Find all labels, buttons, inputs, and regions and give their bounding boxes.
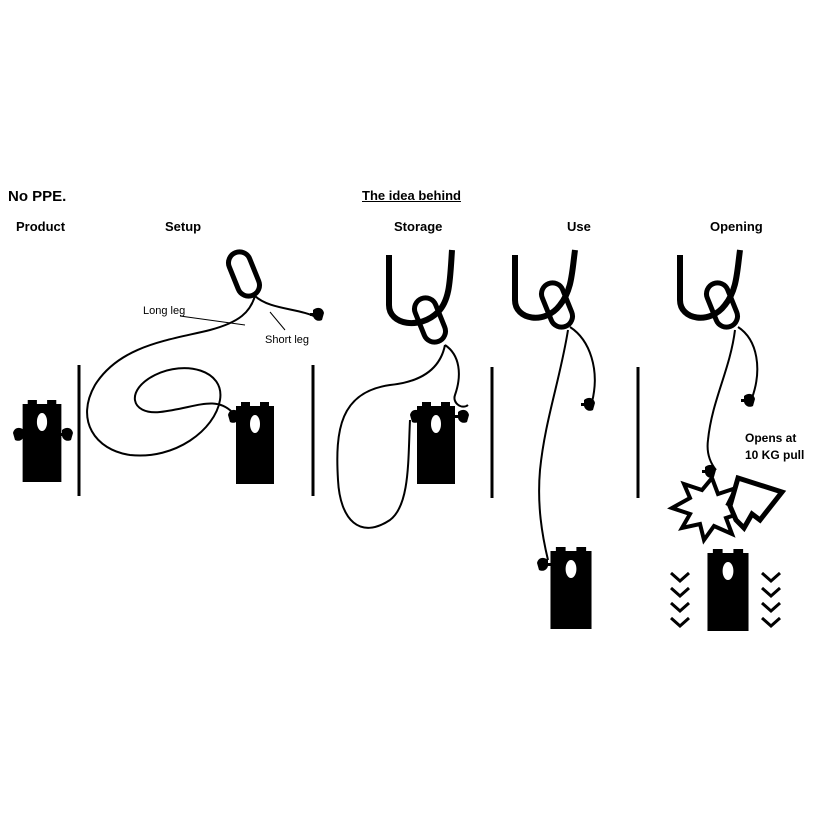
diagram-subtitle: The idea behind [362, 188, 461, 203]
setup-short-leg-clip [310, 307, 324, 321]
page-title: No PPE. [8, 188, 67, 205]
broken-clip-icon [727, 474, 787, 533]
opens-at-note: Opens at 10 KG pull [745, 430, 804, 464]
short-leg-pointer [269, 311, 286, 331]
storage-illustration [336, 249, 469, 529]
panel-title-storage: Storage [394, 219, 443, 234]
product-device [13, 400, 73, 482]
long-leg-label: Long leg [143, 305, 186, 317]
use-illustration [512, 249, 596, 561]
opening-device [707, 549, 749, 631]
storage-device [417, 402, 455, 484]
long-leg-pointer [179, 315, 246, 326]
falling-chevrons-left [669, 571, 691, 628]
panel-title-use: Use [567, 219, 591, 234]
falling-chevrons-right [760, 571, 782, 628]
opens-note-line-1: Opens at [745, 431, 797, 445]
panel-title-setup: Setup [165, 219, 202, 234]
use-device-clip [537, 557, 551, 571]
opens-note-line-2: 10 KG pull [745, 448, 805, 462]
storage-device-clip-right [455, 409, 469, 423]
opening-short-leg-clip [741, 393, 755, 407]
panel-title-opening: Opening [710, 219, 763, 234]
short-leg-label: Short leg [265, 334, 310, 346]
panel-title-product: Product [16, 219, 66, 234]
setup-illustration [86, 249, 319, 457]
use-short-leg-clip [581, 397, 595, 411]
opening-long-leg-clip [702, 464, 716, 478]
opening-illustration [677, 249, 759, 471]
use-device [550, 547, 592, 629]
setup-device [236, 402, 274, 484]
